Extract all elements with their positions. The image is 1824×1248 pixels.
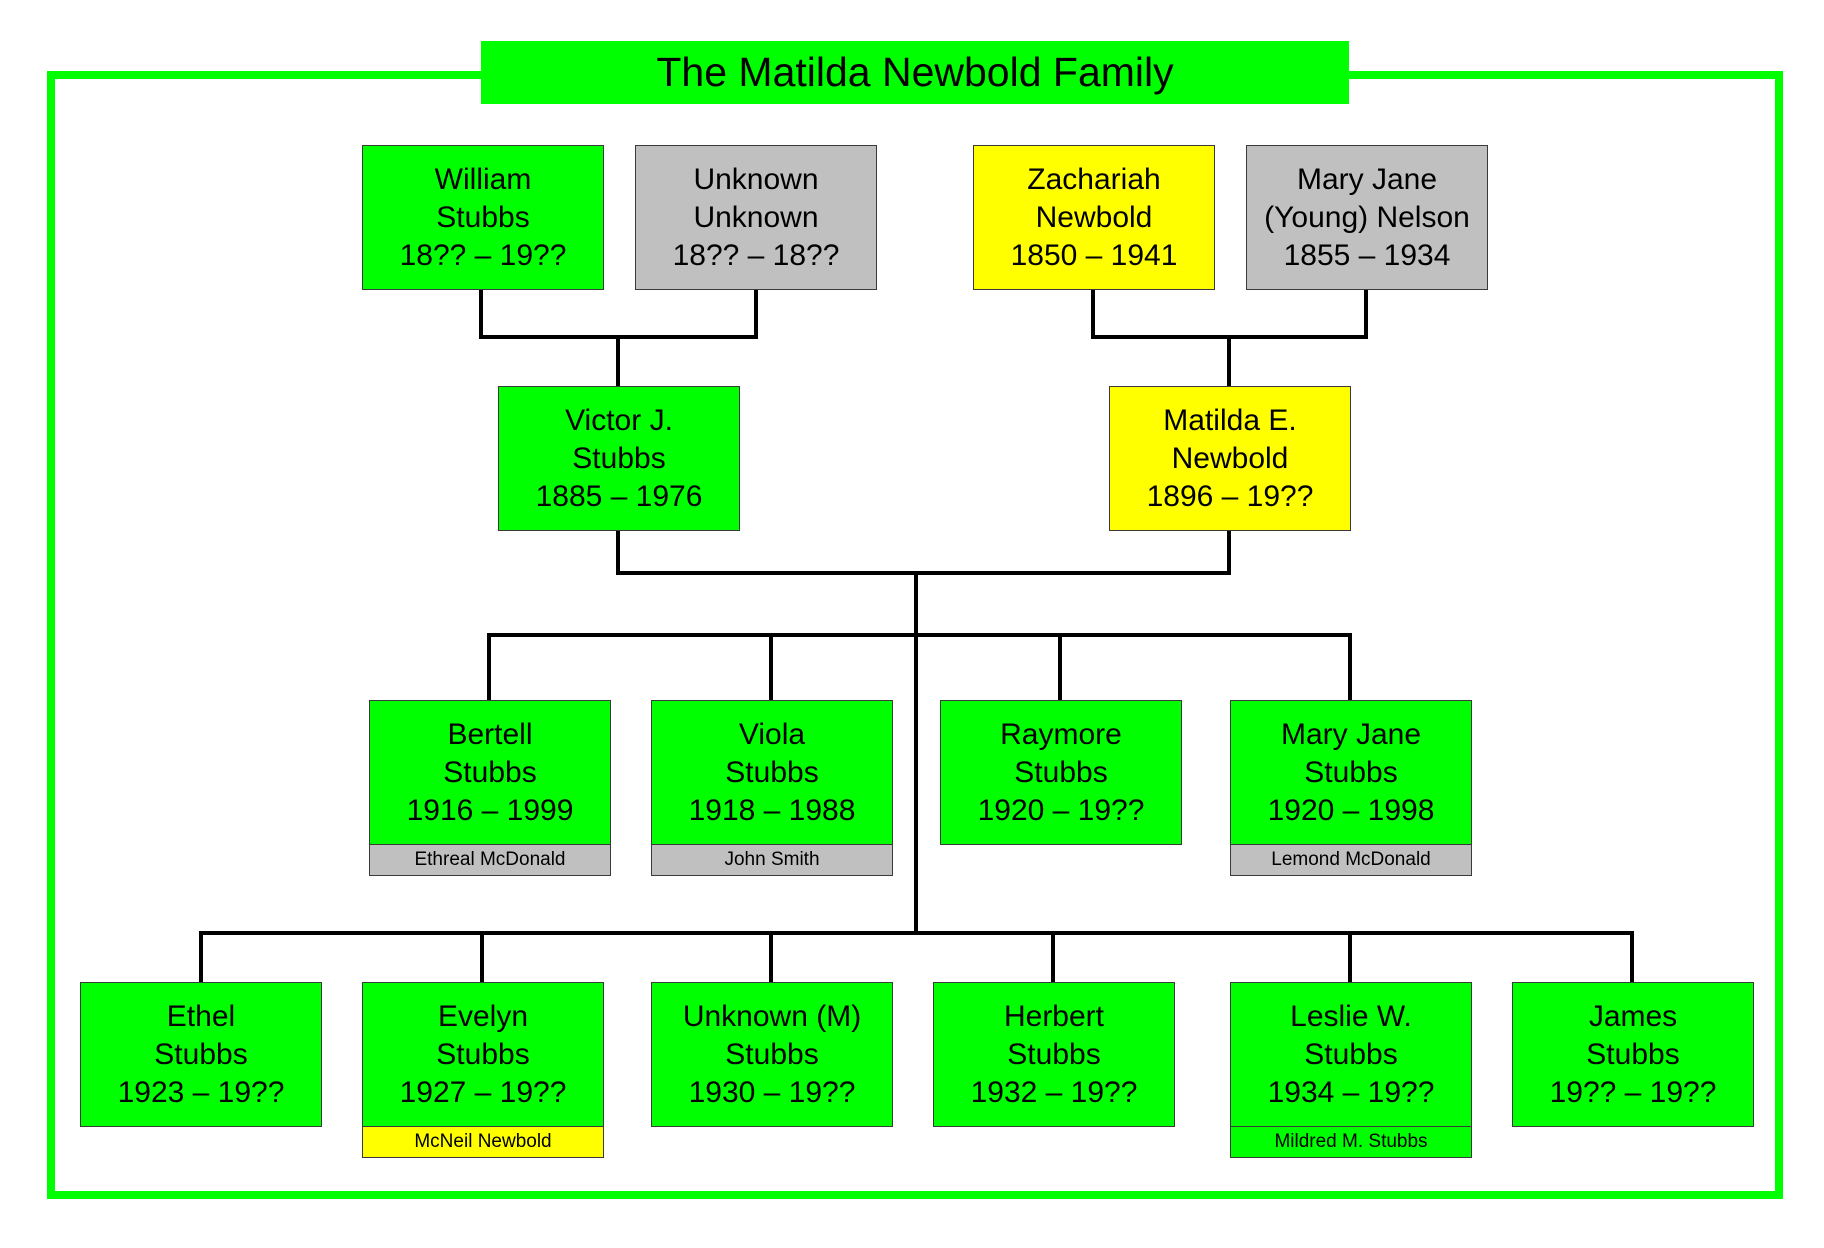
person-years: 1927 – 19?? xyxy=(399,1075,567,1109)
person-last-name: Newbold xyxy=(1035,200,1153,234)
person-years: 18?? – 18?? xyxy=(672,238,840,272)
person-years: 1918 – 1988 xyxy=(688,793,856,827)
person-last-name: Stubbs xyxy=(725,755,819,789)
person-years: 1850 – 1941 xyxy=(1010,238,1178,272)
person-last-name: Stubbs xyxy=(1304,1037,1398,1071)
person-first-name: William xyxy=(434,162,532,196)
person-first-name: Ethel xyxy=(166,999,236,1033)
connector-william-unknown xyxy=(479,287,758,339)
person-first-name: Zachariah xyxy=(1027,162,1161,196)
person-years: 19?? – 19?? xyxy=(1549,1075,1717,1109)
person-last-name: (Young) Nelson xyxy=(1264,200,1470,234)
person-first-name: Mary Jane xyxy=(1296,162,1438,196)
person-bertell-stubbs: Bertell Stubbs 1916 – 1999 xyxy=(369,700,611,845)
person-years: 1920 – 19?? xyxy=(977,793,1145,827)
person-last-name: Stubbs xyxy=(436,200,530,234)
spouse-ethreal-mcdonald: Ethreal McDonald xyxy=(369,844,611,876)
person-first-name: Victor J. xyxy=(565,403,673,437)
person-last-name: Unknown xyxy=(693,200,819,234)
person-first-name: Evelyn xyxy=(437,999,529,1033)
person-years: 1920 – 1998 xyxy=(1267,793,1435,827)
person-first-name: Raymore xyxy=(1000,717,1122,751)
person-years: 1896 – 19?? xyxy=(1146,479,1314,513)
person-last-name: Stubbs xyxy=(572,441,666,475)
person-mary-jane-nelson: Mary Jane (Young) Nelson 1855 – 1934 xyxy=(1246,145,1488,290)
person-years: 1885 – 1976 xyxy=(535,479,703,513)
person-viola-stubbs: Viola Stubbs 1918 – 1988 xyxy=(651,700,893,845)
person-first-name: Unknown (M) xyxy=(682,999,862,1033)
person-years: 18?? – 19?? xyxy=(399,238,567,272)
person-zachariah-newbold: Zachariah Newbold 1850 – 1941 xyxy=(973,145,1215,290)
spouse-john-smith: John Smith xyxy=(651,844,893,876)
spouse-lemond-mcdonald: Lemond McDonald xyxy=(1230,844,1472,876)
person-first-name: James xyxy=(1588,999,1678,1033)
person-first-name: Leslie W. xyxy=(1290,999,1412,1033)
person-last-name: Stubbs xyxy=(436,1037,530,1071)
person-years: 1934 – 19?? xyxy=(1267,1075,1435,1109)
person-last-name: Stubbs xyxy=(1304,755,1398,789)
person-first-name: Viola xyxy=(738,717,806,751)
person-leslie-stubbs: Leslie W. Stubbs 1934 – 19?? xyxy=(1230,982,1472,1127)
person-ethel-stubbs: Ethel Stubbs 1923 – 19?? xyxy=(80,982,322,1127)
spouse-mcneil-newbold: McNeil Newbold xyxy=(362,1126,604,1158)
person-last-name: Newbold xyxy=(1171,441,1289,475)
person-first-name: Matilda E. xyxy=(1163,403,1297,437)
person-years: 1932 – 19?? xyxy=(970,1075,1138,1109)
person-years: 1923 – 19?? xyxy=(117,1075,285,1109)
person-years: 1855 – 1934 xyxy=(1283,238,1451,272)
person-evelyn-stubbs: Evelyn Stubbs 1927 – 19?? xyxy=(362,982,604,1127)
person-years: 1916 – 1999 xyxy=(406,793,574,827)
connector-victor-matilda xyxy=(616,529,1231,575)
person-last-name: Stubbs xyxy=(154,1037,248,1071)
person-james-stubbs: James Stubbs 19?? – 19?? xyxy=(1512,982,1754,1127)
person-unknown-m-stubbs: Unknown (M) Stubbs 1930 – 19?? xyxy=(651,982,893,1127)
person-first-name: Herbert xyxy=(1003,999,1105,1033)
person-matilda-newbold: Matilda E. Newbold 1896 – 19?? xyxy=(1109,386,1351,531)
person-last-name: Stubbs xyxy=(443,755,537,789)
person-herbert-stubbs: Herbert Stubbs 1932 – 19?? xyxy=(933,982,1175,1127)
person-william-stubbs: William Stubbs 18?? – 19?? xyxy=(362,145,604,290)
person-last-name: Stubbs xyxy=(1014,755,1108,789)
person-victor-stubbs: Victor J. Stubbs 1885 – 1976 xyxy=(498,386,740,531)
page-title: The Matilda Newbold Family xyxy=(481,41,1349,104)
person-last-name: Stubbs xyxy=(1586,1037,1680,1071)
person-first-name: Bertell xyxy=(447,717,533,751)
person-unknown-unknown: Unknown Unknown 18?? – 18?? xyxy=(635,145,877,290)
person-last-name: Stubbs xyxy=(725,1037,819,1071)
person-last-name: Stubbs xyxy=(1007,1037,1101,1071)
person-years: 1930 – 19?? xyxy=(688,1075,856,1109)
person-raymore-stubbs: Raymore Stubbs 1920 – 19?? xyxy=(940,700,1182,845)
person-first-name: Mary Jane xyxy=(1280,717,1422,751)
connector-zachariah-maryjane xyxy=(1091,287,1368,339)
spouse-mildred-stubbs: Mildred M. Stubbs xyxy=(1230,1126,1472,1158)
person-first-name: Unknown xyxy=(693,162,819,196)
person-mary-jane-stubbs: Mary Jane Stubbs 1920 – 1998 xyxy=(1230,700,1472,845)
